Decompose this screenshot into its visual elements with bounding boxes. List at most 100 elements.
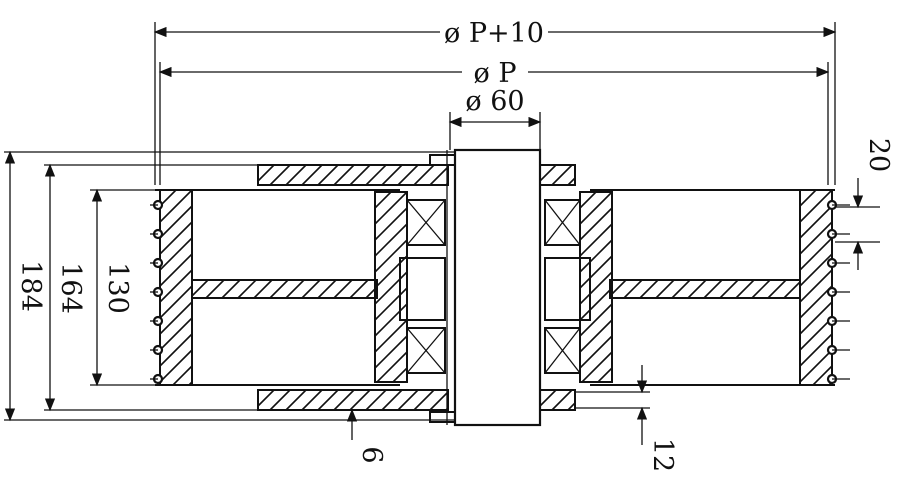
hatch-line	[799, 269, 833, 303]
hatch-line	[376, 351, 408, 383]
dim-pitch-diameter: ø P	[473, 58, 516, 89]
hatch-line	[579, 239, 613, 273]
hatch-line	[159, 189, 193, 223]
hatch-line	[735, 279, 755, 299]
hatch-line	[539, 164, 557, 182]
hatch-line	[579, 191, 597, 209]
hatch-line	[237, 279, 257, 299]
dim-12: 12	[647, 438, 678, 472]
hatch-line	[301, 279, 321, 299]
hatch-line	[374, 255, 408, 289]
pulley-body	[155, 148, 835, 427]
hatch-line	[429, 166, 449, 186]
hatch-line	[159, 221, 193, 255]
hatch-line	[159, 205, 193, 239]
hatch-line	[159, 301, 193, 335]
hatch-line	[374, 303, 408, 337]
hatch-line	[579, 255, 613, 289]
dim-184: 184	[15, 260, 46, 312]
hatch-line	[317, 389, 339, 411]
hatch-line	[579, 191, 613, 225]
hatch-line	[767, 279, 787, 299]
hatch-line	[799, 237, 833, 271]
hatch-line	[159, 349, 193, 383]
hatch-line	[413, 389, 435, 411]
hatch-line	[374, 223, 408, 257]
hatch-line	[579, 207, 613, 241]
hatch-line	[285, 164, 307, 186]
hatch-line	[205, 279, 225, 299]
hatch-line	[159, 237, 193, 271]
hatch-line	[539, 389, 557, 407]
hatch-line	[285, 389, 307, 411]
hatch-line	[349, 389, 371, 411]
hatch-line	[751, 279, 771, 299]
dim-6: 6	[356, 446, 387, 463]
hatch-line	[381, 389, 403, 411]
hatch-line	[567, 177, 576, 186]
hatch-line	[333, 389, 355, 411]
hatch-line	[783, 281, 801, 299]
hatch-line	[655, 279, 675, 299]
hatch-line	[301, 164, 323, 186]
hatch-line	[159, 317, 193, 351]
hatch-line	[429, 391, 449, 411]
hatch-line	[799, 333, 833, 367]
hatch-line	[551, 389, 573, 411]
hatch-line	[799, 317, 833, 351]
dimension-lines	[4, 26, 864, 445]
hatch-line	[269, 279, 289, 299]
bearing-top-left	[406, 199, 446, 246]
dimension-labels: ø P+10 ø P ø 60 184 164 130 20 6 12	[15, 16, 894, 472]
hatch-line	[374, 271, 408, 305]
hatch-line	[159, 333, 193, 367]
hatch-line	[301, 389, 323, 411]
hatch-line	[349, 164, 371, 186]
hatch-line	[221, 279, 241, 299]
hatch-line	[374, 319, 408, 353]
hatch-line	[159, 269, 193, 303]
hatch-line	[381, 164, 403, 186]
hatch-line	[269, 389, 291, 411]
extension-lines	[4, 22, 880, 421]
hatch-line	[799, 189, 817, 207]
hatch-line	[799, 285, 833, 319]
hatch-line	[579, 319, 613, 353]
hatch-line	[333, 164, 355, 186]
hatch-line	[365, 164, 387, 186]
hatch-line	[719, 279, 739, 299]
dim-20: 20	[863, 138, 894, 172]
hatch-line	[799, 301, 833, 335]
hatch-line	[374, 191, 408, 225]
hatch-line	[579, 271, 613, 305]
bearing-bottom-left	[406, 327, 446, 374]
hatch-line	[812, 365, 833, 386]
dim-130: 130	[102, 262, 133, 314]
hatch-line	[567, 402, 576, 411]
hatch-line	[799, 189, 833, 223]
hatch-line	[799, 221, 833, 255]
hatch-line	[374, 191, 392, 209]
hatch-line	[374, 207, 408, 241]
hatch-line	[579, 303, 613, 337]
hatch-line	[551, 164, 573, 186]
hatch-line	[687, 279, 707, 299]
hatch-line	[623, 279, 643, 299]
hatch-line	[333, 279, 353, 299]
hatch-line	[374, 335, 408, 369]
hatch-line	[159, 285, 193, 319]
hatch-line	[703, 279, 723, 299]
hatch-line	[349, 279, 369, 299]
bearing-bottom-right	[544, 327, 581, 374]
hatch-line	[317, 279, 337, 299]
hatch-line	[253, 279, 273, 299]
hatch-line	[579, 287, 613, 321]
dim-164: 164	[55, 262, 86, 314]
hatching	[159, 164, 833, 411]
hatch-line	[579, 335, 613, 369]
hatch-line	[269, 164, 291, 186]
hatch-line	[397, 164, 419, 186]
hatch-line	[159, 253, 193, 287]
